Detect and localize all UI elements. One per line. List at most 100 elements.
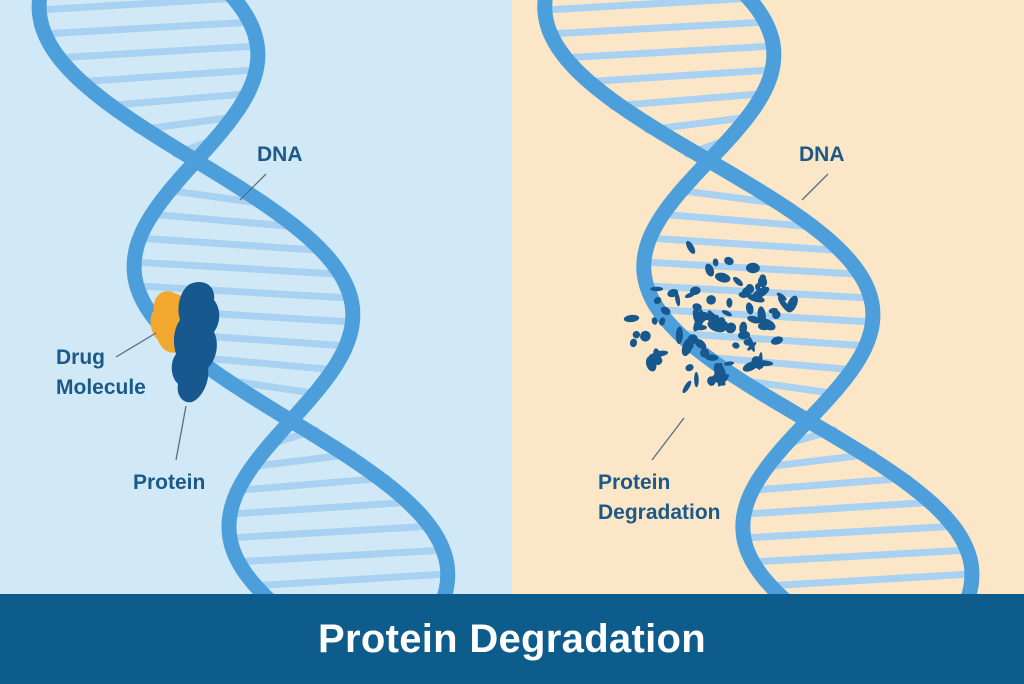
dna-rung bbox=[579, 66, 774, 86]
dna-rung bbox=[655, 210, 808, 230]
protein-fragment bbox=[717, 373, 729, 387]
protein-fragment bbox=[770, 336, 784, 345]
dna-rung bbox=[644, 234, 838, 254]
dna-rung bbox=[71, 66, 259, 86]
protein-fragment bbox=[713, 314, 720, 322]
protein-fragment bbox=[651, 317, 658, 325]
protein-fragment bbox=[623, 314, 640, 323]
footer-title: Protein Degradation bbox=[318, 616, 706, 661]
protein-fragment bbox=[705, 263, 715, 277]
dna-strand-a-left bbox=[126, 0, 456, 594]
protein-fragment bbox=[757, 276, 768, 288]
protein-fragment bbox=[692, 303, 702, 311]
protein-fragment bbox=[659, 317, 666, 326]
protein-fragment bbox=[660, 306, 671, 315]
dna-rung bbox=[35, 0, 242, 14]
protein-fragment bbox=[632, 331, 641, 339]
dna-strand-a-right bbox=[636, 0, 980, 594]
protein-fragment bbox=[705, 354, 719, 361]
drug-molecule-label: Drug Molecule bbox=[56, 346, 146, 399]
protein-fragment bbox=[748, 336, 755, 352]
protein-fragment bbox=[709, 372, 723, 383]
dna-rung bbox=[227, 498, 418, 518]
protein-fragment bbox=[675, 326, 684, 344]
dna-rung bbox=[673, 186, 772, 206]
protein-fragment bbox=[738, 292, 748, 298]
degradation-leader-line bbox=[651, 417, 685, 461]
dna-leader-line-left bbox=[239, 173, 267, 201]
dna-rung bbox=[247, 570, 452, 590]
dna-rung bbox=[739, 522, 961, 542]
protein-fragment bbox=[747, 294, 765, 303]
protein-fragment bbox=[694, 372, 699, 388]
protein-fragment bbox=[653, 296, 662, 305]
protein-fragment bbox=[698, 309, 704, 322]
protein-fragment bbox=[745, 302, 754, 315]
protein-fragment bbox=[682, 380, 692, 394]
protein-fragment bbox=[714, 272, 731, 283]
protein-leader-line bbox=[175, 405, 187, 461]
drug-leader-line bbox=[115, 332, 157, 358]
dna-rung bbox=[761, 570, 976, 590]
dna-leader-line-right bbox=[801, 173, 829, 201]
footer-banner: Protein Degradation bbox=[0, 594, 1024, 684]
protein-fragment bbox=[777, 296, 791, 313]
protein-fragment bbox=[707, 312, 714, 319]
dna-rung bbox=[237, 474, 391, 494]
dna-rung bbox=[51, 42, 262, 62]
protein-fragment bbox=[757, 322, 771, 331]
protein-fragment bbox=[700, 348, 710, 358]
protein-fragment bbox=[640, 330, 651, 342]
dna-rung bbox=[746, 546, 973, 566]
dna-rung bbox=[39, 18, 256, 38]
protein-fragment bbox=[739, 321, 748, 335]
protein-fragment bbox=[733, 276, 743, 287]
dna-rung bbox=[145, 210, 291, 230]
protein-fragment bbox=[694, 338, 707, 350]
dna-helix-left bbox=[31, 0, 456, 594]
protein-icon bbox=[171, 281, 220, 403]
protein-fragment bbox=[726, 323, 733, 333]
dna-rung bbox=[235, 378, 323, 398]
protein-degradation-label: Protein Degradation bbox=[598, 471, 721, 524]
protein-fragment bbox=[650, 286, 664, 292]
dna-rung bbox=[541, 0, 757, 14]
protein-fragment bbox=[706, 295, 716, 305]
dna-strand-b-right bbox=[537, 0, 881, 594]
protein-fragment bbox=[768, 307, 778, 314]
dna-rung bbox=[608, 90, 763, 110]
protein-fragment bbox=[732, 342, 740, 349]
protein-fragment bbox=[721, 310, 732, 317]
protein-fragment bbox=[674, 291, 681, 307]
protein-fragment bbox=[751, 356, 764, 370]
dna-rung bbox=[713, 354, 860, 374]
dna-label-right: DNA bbox=[799, 143, 845, 166]
protein-fragment bbox=[693, 324, 707, 331]
dna-rung bbox=[225, 522, 438, 542]
dna-rung bbox=[100, 90, 248, 110]
dna-rung bbox=[134, 234, 319, 254]
right-panel: DNA Protein Degradation bbox=[512, 0, 1024, 594]
dna-rung bbox=[232, 546, 449, 566]
protein-fragment bbox=[776, 292, 787, 301]
protein-fragment bbox=[684, 292, 696, 299]
protein-fragment bbox=[723, 361, 735, 366]
protein-fragment bbox=[747, 315, 761, 324]
dna-rung bbox=[130, 258, 340, 278]
dna-rung bbox=[749, 378, 842, 398]
protein-fragment bbox=[719, 320, 728, 327]
dna-rung bbox=[752, 474, 912, 494]
protein-fragment bbox=[712, 258, 719, 267]
dna-rung bbox=[741, 498, 941, 518]
protein-fragment bbox=[652, 356, 663, 365]
dna-strand-b-left bbox=[31, 0, 361, 594]
protein-fragments-icon bbox=[623, 240, 798, 394]
protein-fragment bbox=[629, 338, 638, 348]
dna-rung bbox=[544, 18, 772, 38]
dna-rung bbox=[161, 186, 256, 206]
protein-fragment bbox=[726, 297, 733, 308]
protein-fragment bbox=[745, 262, 760, 274]
dna-rung bbox=[200, 354, 341, 374]
dna-rung bbox=[557, 42, 778, 62]
protein-fragment bbox=[786, 295, 798, 313]
